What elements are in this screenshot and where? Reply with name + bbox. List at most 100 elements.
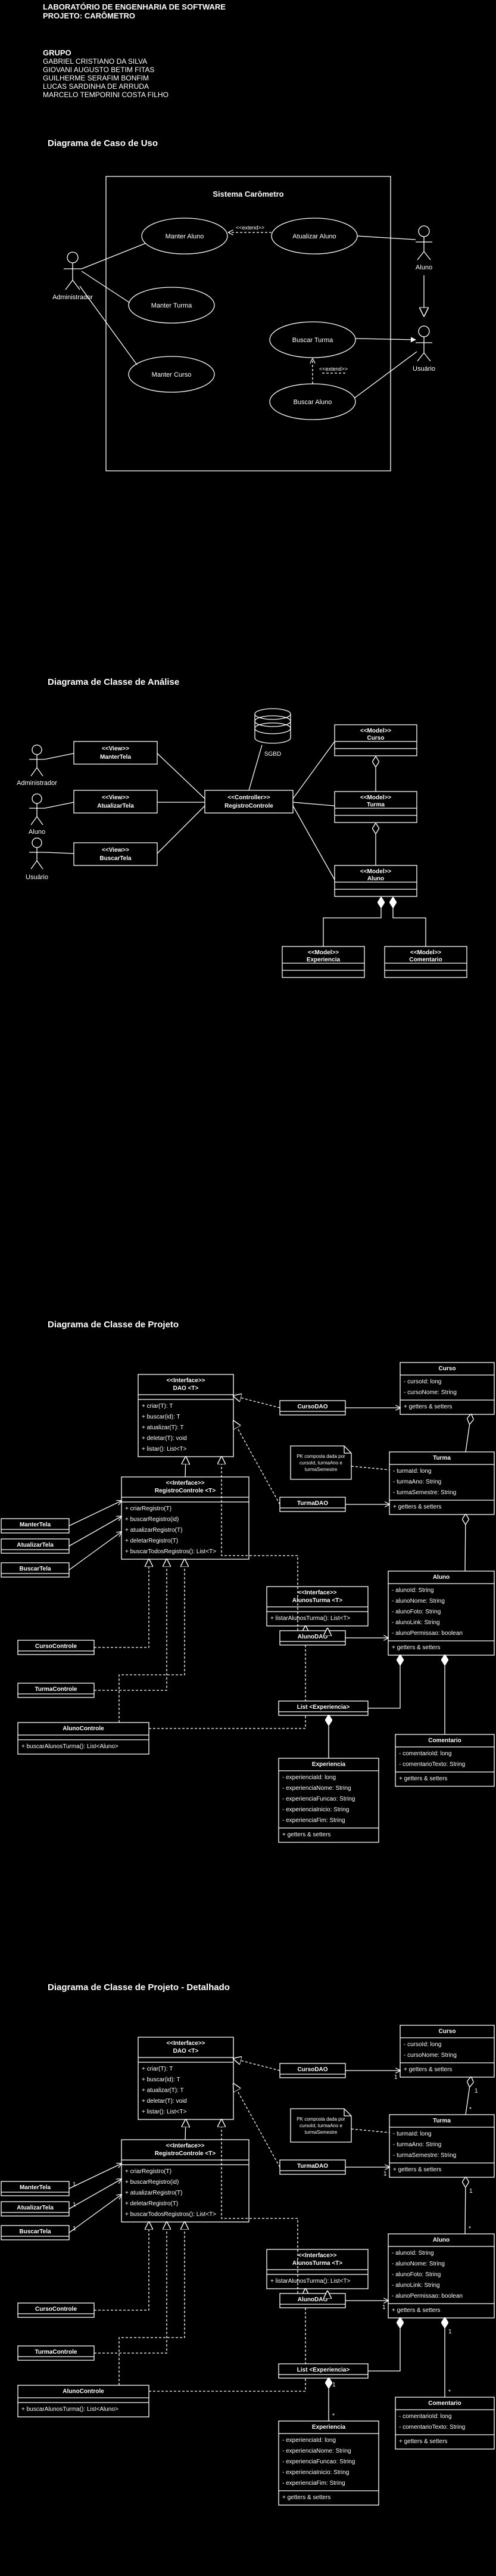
class-operation: + buscarTodosRegistros(): List<T>: [125, 2211, 216, 2218]
class-attribute: - comentarioTexto: String: [399, 1761, 465, 1768]
view-mantertela: ManterTela: [1, 2181, 70, 2196]
class-header: AlunoControle: [63, 2388, 104, 2395]
actor-usuario: Usuário: [413, 325, 435, 373]
group-member: GUILHERME SERAFIM BONFIM: [43, 74, 149, 82]
class-header: List <Experiencia>: [297, 2367, 350, 2373]
class-operation: + buscarRegistro(id): [125, 2179, 179, 2186]
svg-text:RegistroControle: RegistroControle: [224, 803, 273, 809]
svg-text:<<View>>: <<View>>: [102, 794, 129, 801]
class-header: CursoControle: [35, 2306, 77, 2313]
view-atualizartela: AtualizarTela: [1, 1538, 70, 1554]
svg-text:BuscarTela: BuscarTela: [99, 855, 132, 862]
note-text: cursoId, turmaAno e: [300, 1460, 343, 1466]
svg-text:<<Model>>: <<Model>>: [410, 949, 441, 956]
connector: [118, 2222, 185, 2385]
multiplicity: *: [469, 2106, 472, 2113]
class-header: AtualizarTela: [17, 1542, 54, 1548]
multiplicity: *: [469, 2226, 471, 2232]
class-attribute: - comentarioId: long: [399, 2413, 451, 2420]
actor-administrador: Administrador: [17, 744, 57, 787]
alunos-turma-interface: <<Interface>>AlunosTurma <T>+ listarAlun…: [266, 2249, 369, 2289]
connector: [185, 1457, 186, 1478]
class-attribute: - experienciaFim: String: [282, 2480, 345, 2487]
aluno-dao: AlunoDAO: [279, 1630, 346, 1646]
connector: [351, 2128, 390, 2133]
usecase-diagram: Sistema Carômetro Administrador Aluno Us…: [52, 176, 435, 471]
class-header: Curso: [439, 2028, 456, 2035]
class-operation: + getters & setters: [392, 2307, 440, 2314]
connector: [94, 1559, 167, 1691]
class-header: AlunosTurma <T>: [292, 1597, 342, 1604]
actor-administrador: Administrador: [52, 252, 93, 301]
extend-label: <<extend>>: [236, 225, 264, 231]
class-attribute: - alunoFoto: String: [392, 1609, 441, 1615]
class-attribute: - experienciaInicio: String: [282, 2469, 349, 2476]
multiplicity: 1: [469, 2188, 473, 2195]
class-attribute: - experienciaFuncao: String: [282, 2459, 355, 2465]
svg-text:<<Model>>: <<Model>>: [360, 728, 391, 734]
class-header: AlunosTurma <T>: [292, 2260, 342, 2267]
class-operation: + listarAlunosTurma(): List<T>: [270, 1615, 351, 1622]
connector: [94, 1559, 149, 1648]
class-header: Comentario: [428, 2400, 461, 2407]
class-header: ManterTela: [20, 1522, 51, 1528]
connector: [233, 1396, 280, 1408]
multiplicity: 1: [448, 2329, 452, 2335]
system-name: Sistema Carômetro: [213, 190, 283, 198]
class-operation: + atualizar(T): T: [142, 1424, 184, 1431]
class-attribute: - alunoFoto: String: [392, 2271, 441, 2278]
class-attribute: - cursoId: long: [404, 2041, 441, 2048]
connector: [94, 2222, 167, 2354]
turma-class: Turma- turmaId: long- turmaAno: String- …: [389, 2114, 495, 2178]
class-header: CursoControle: [35, 1643, 77, 1650]
class-header: <<Interface>>: [166, 1480, 204, 1486]
actor-usuario: Usuário: [26, 837, 48, 881]
class-operation: + criarRegistro(T): [125, 2168, 171, 2175]
svg-text:ManterTela: ManterTela: [100, 754, 131, 761]
analysis-title: Diagrama de Classe de Análise: [48, 677, 180, 687]
svg-text:AtualizarTela: AtualizarTela: [97, 803, 134, 809]
connector: [149, 2289, 305, 2392]
svg-text:Manter Turma: Manter Turma: [151, 302, 192, 309]
svg-text:Administrador: Administrador: [17, 780, 57, 787]
group-member: GIOVANI AUGUSTO BETIM FITAS: [43, 66, 155, 74]
class-attribute: - comentarioTexto: String: [399, 2424, 465, 2431]
multiplicity: 1: [332, 2382, 336, 2388]
comentario-class: Comentario- comentarioId: long- comentar…: [395, 1734, 495, 1787]
class-operation: + getters & setters: [393, 1504, 441, 1510]
model-aluno: <<Model>> Aluno: [334, 865, 417, 897]
connector: [185, 2119, 186, 2140]
class-attribute: - alunoPermissao: boolean: [392, 1630, 463, 1637]
turma-class: Turma- turmaId: long- turmaAno: String- …: [389, 1451, 495, 1515]
aluno-class: Aluno- alunoId: String- alunoNome: Strin…: [388, 2233, 495, 2319]
group-member: GABRIEL CRISTIANO DA SILVA: [43, 57, 148, 66]
svg-text:SGBD: SGBD: [264, 751, 281, 758]
connector: [233, 2059, 280, 2071]
multiplicity: 1: [382, 2304, 386, 2311]
usecase-buscar-turma: Buscar Turma: [269, 321, 356, 358]
class-operation: + buscarTodosRegistros(): List<T>: [125, 1548, 216, 1555]
note-text: cursoId, turmaAno e: [300, 2123, 343, 2128]
class-operation: + deletarRegistro(T): [125, 1538, 178, 1544]
connector: [233, 2084, 280, 2168]
class-header: BuscarTela: [19, 2229, 51, 2235]
extend-label: <<extend>>: [319, 366, 348, 372]
svg-text:Usuário: Usuário: [26, 874, 48, 881]
view-buscar-tela: <<View>> BuscarTela: [73, 842, 158, 866]
multiplicity: 1: [394, 2074, 398, 2081]
class-attribute: - experienciaInicio: String: [282, 1807, 349, 1813]
class-operation: + buscar(id): T: [142, 1414, 180, 1420]
class-attribute: - alunoNome: String: [392, 2261, 445, 2267]
class-operation: + deletar(T): void: [142, 1435, 187, 1442]
model-turma: <<Model>> Turma: [334, 791, 417, 823]
design-title: Diagrama de Classe de Projeto: [48, 1320, 179, 1330]
usecase-manter-aluno: Manter Aluno: [141, 218, 228, 255]
multiplicity: *: [448, 2389, 451, 2395]
connector: [351, 1466, 390, 1470]
class-attribute: - experienciaId: long: [282, 2437, 336, 2444]
system-boundary: [105, 176, 391, 471]
class-operation: + getters & setters: [282, 1832, 330, 1838]
actor-aluno: Aluno: [29, 793, 45, 836]
view-manter-tela: <<View>> ManterTela: [73, 741, 158, 765]
